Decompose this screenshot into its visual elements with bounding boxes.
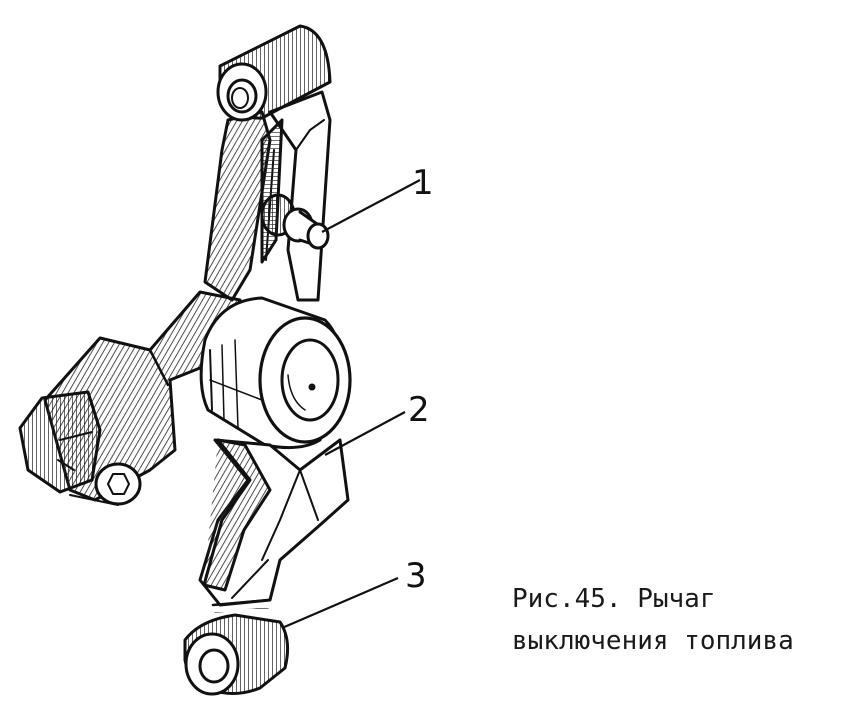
leader-line-3 [281, 576, 399, 630]
upper-arm-web [203, 110, 272, 302]
leader-line-2 [324, 411, 406, 456]
callout-2: 2 [408, 390, 430, 430]
leader-line-1 [321, 179, 421, 233]
callout-3: 3 [405, 556, 427, 596]
caption-line-2: выключения топлива [512, 626, 794, 656]
left-fork-end [18, 390, 102, 494]
callout-1: 1 [412, 163, 434, 203]
caption-line-1: Рис.45. Рычаг [512, 584, 716, 614]
upper-arm-side [260, 118, 284, 264]
